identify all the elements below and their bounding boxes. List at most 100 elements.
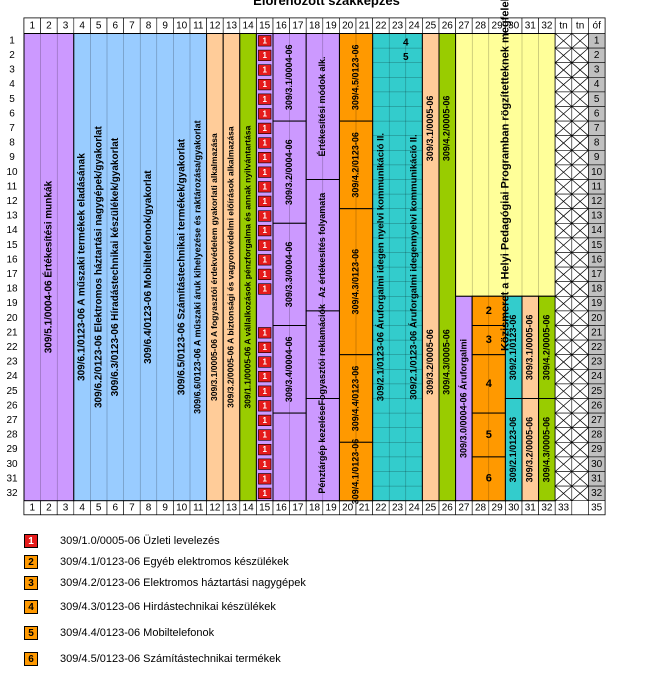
red-badge-number: 1 <box>262 431 267 440</box>
cross-line <box>554 237 573 253</box>
row-label-right: 25 <box>591 386 603 397</box>
col-footer-label: 24 <box>409 502 421 513</box>
row-label-left: 26 <box>6 400 18 411</box>
row-label-right: 29 <box>591 444 603 455</box>
cross-line <box>554 485 573 501</box>
red-badge-number: 1 <box>262 270 267 279</box>
col-footer-label: 1 <box>30 502 36 513</box>
small-number-label: 5 <box>403 52 409 63</box>
red-badge-number: 1 <box>262 212 267 221</box>
col-footer-label: 7 <box>129 502 135 513</box>
col-header-label: 21 <box>359 21 371 32</box>
red-badge-number: 1 <box>262 343 267 352</box>
cross-line <box>571 471 589 487</box>
row-label-left: 22 <box>6 342 18 353</box>
col-footer-label: 28 <box>475 502 487 513</box>
cross-line <box>554 354 573 370</box>
row-label-left: 29 <box>6 444 18 455</box>
block-text: 309/4.5/0123-06 <box>350 45 360 111</box>
row-label-right: 21 <box>591 327 603 338</box>
col-footer-label: 16 <box>276 502 288 513</box>
col-footer-label: 14 <box>243 502 255 513</box>
label-values: 309/4.2/0005-06 <box>541 315 551 381</box>
legend-badge: 2 <box>24 555 38 569</box>
col-header-label: 25 <box>425 21 437 32</box>
col-footer-label: 18 <box>309 502 321 513</box>
legend-text: 309/4.1/0123-06 Egyéb elektromos készülé… <box>60 556 289 568</box>
cross-line <box>571 91 589 107</box>
red-badge <box>258 35 272 47</box>
block-text: 309/3.2/0004-06 <box>284 139 294 205</box>
row-label-left: 14 <box>6 225 18 236</box>
row-label-left: 19 <box>6 298 18 309</box>
cross-line <box>554 471 573 487</box>
label-values: 309/6.6/0123-06 A műszaki áruk kihelyezé… <box>193 120 203 414</box>
block-text: 309/4.1/0123-06 <box>350 439 360 505</box>
cross-line <box>554 427 573 443</box>
red-badge-number: 1 <box>262 460 267 469</box>
col-footer-label: 26 <box>442 502 454 513</box>
cross-line <box>554 179 573 195</box>
red-badge-number: 1 <box>262 109 267 118</box>
red-badge-number: 1 <box>262 80 267 89</box>
row-label-right: 26 <box>591 400 603 411</box>
red-badge <box>258 429 272 441</box>
cross-line <box>554 296 573 312</box>
cross-line <box>571 150 589 166</box>
col-footer-label: 22 <box>375 502 387 513</box>
red-badge <box>258 341 272 354</box>
row-label-right: 19 <box>591 298 603 309</box>
legend-text: 309/4.2/0123-06 Elektromos háztartási na… <box>60 577 306 589</box>
red-badge-number: 1 <box>262 328 267 337</box>
col-header-label: 17 <box>292 21 304 32</box>
row-label-right: 28 <box>591 430 603 441</box>
row-label-right: 7 <box>594 123 600 134</box>
row-label-left: 28 <box>6 430 18 441</box>
cross-line <box>571 442 589 458</box>
cross-line <box>554 62 573 78</box>
label-values: 309/6.3/0123-06 Híradástechnikai készülé… <box>110 137 121 396</box>
label-values: 309/4.3/0005-06 <box>442 329 452 395</box>
orange-number-label: 2 <box>486 305 492 317</box>
cross-line <box>571 62 589 78</box>
red-badge <box>258 370 272 383</box>
cross-line <box>571 456 589 472</box>
row-label-right: 15 <box>591 240 603 251</box>
row-label-right: 23 <box>591 357 603 368</box>
row-label-left: 1 <box>9 35 15 46</box>
col-header-label: 6 <box>113 21 119 32</box>
col-header-label: 32 <box>541 21 553 32</box>
label-values: 309/6.1/0123-06 A műszaki termékek eladá… <box>77 153 88 381</box>
col-header-label: 19 <box>326 21 338 32</box>
cross-line <box>571 106 589 122</box>
red-badge-number: 1 <box>262 285 267 294</box>
block-text: 309/3.4/0004-06 <box>284 337 294 403</box>
col-header-label: 9 <box>162 21 168 32</box>
label-values: 309/2.1/0123-06 <box>508 315 518 381</box>
row-label-left: 11 <box>7 181 18 192</box>
col-footer-label: 27 <box>458 502 470 513</box>
red-badge <box>258 239 272 251</box>
red-badge <box>258 108 272 120</box>
red-badge <box>258 385 272 397</box>
cross-line <box>571 33 589 49</box>
col-footer-label: 35 <box>591 502 603 513</box>
row-label-left: 8 <box>9 138 15 149</box>
col-header-label: tn <box>559 21 567 32</box>
col-footer-label: 21 <box>359 502 371 513</box>
row-label-right: 30 <box>591 459 603 470</box>
red-badge <box>258 195 272 208</box>
row-label-left: 25 <box>6 386 18 397</box>
cross-line <box>554 106 573 122</box>
label-values: 309/3.2/0005-06 <box>525 417 535 483</box>
cross-line <box>554 325 573 341</box>
row-label-right: 18 <box>591 284 603 295</box>
row-label-right: 3 <box>594 65 600 76</box>
red-badge <box>258 166 272 178</box>
col-footer-label: 2 <box>46 502 52 513</box>
col-header-label: 1 <box>30 21 36 32</box>
col-footer-label: 17 <box>292 502 304 513</box>
block-text: Fogyasztói reklamációk <box>317 303 327 406</box>
orange-number-label: 3 <box>486 334 492 346</box>
